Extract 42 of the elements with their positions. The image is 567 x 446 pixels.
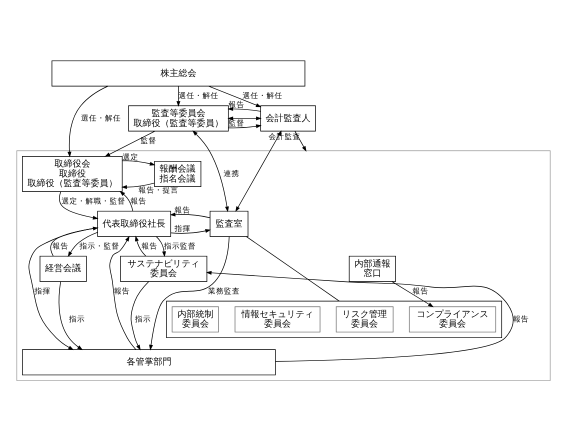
node-box: 監査室 xyxy=(210,210,248,236)
node-box: 取締役会 取締役 取締役（監査等委員） xyxy=(22,156,123,192)
arrow xyxy=(170,212,210,218)
node-box: コンプライアンス委員会 xyxy=(408,306,496,332)
node-box: 報酬会議 指名会議 xyxy=(154,160,202,186)
arrow xyxy=(134,235,146,256)
arrow xyxy=(104,130,156,156)
arrow xyxy=(170,228,211,234)
node-box: 内部統制委員会 xyxy=(172,306,219,332)
node-box: 経営会議 xyxy=(40,255,87,282)
arrow xyxy=(156,236,166,257)
arrow xyxy=(228,124,262,128)
arrow xyxy=(176,85,180,106)
arrow xyxy=(58,280,83,350)
arrow xyxy=(208,85,262,107)
node-box: 株主総会 xyxy=(52,60,306,86)
node-box: 内部通報窓口 xyxy=(348,255,396,282)
node-box: 情報セキュリティ委員会 xyxy=(234,306,320,332)
arrow xyxy=(227,106,261,112)
arrow xyxy=(130,280,150,350)
arrow xyxy=(28,226,98,350)
arrow xyxy=(67,85,108,157)
node-box: サステナビリティ委員会 xyxy=(120,255,208,282)
arrow xyxy=(50,226,99,256)
arrow xyxy=(192,130,229,212)
arrow xyxy=(120,190,134,212)
connector xyxy=(246,236,340,301)
node-box: 各管掌部門 xyxy=(22,348,276,375)
arrow xyxy=(68,231,98,257)
arrow xyxy=(392,280,434,307)
arrow xyxy=(206,270,514,362)
node-box: リスク管理委員会 xyxy=(336,306,394,332)
arrow xyxy=(294,130,306,152)
arrow xyxy=(227,116,262,120)
arrow xyxy=(149,236,230,350)
node-box: 代表取締役社長 xyxy=(97,210,172,236)
arrow xyxy=(121,182,155,189)
arrow xyxy=(59,190,98,220)
node-box: 会計監査人 xyxy=(260,104,316,131)
arrow xyxy=(109,235,136,350)
arrow xyxy=(122,160,156,166)
node-box: 監査等委員会 取締役（監査等委員） xyxy=(128,104,229,131)
